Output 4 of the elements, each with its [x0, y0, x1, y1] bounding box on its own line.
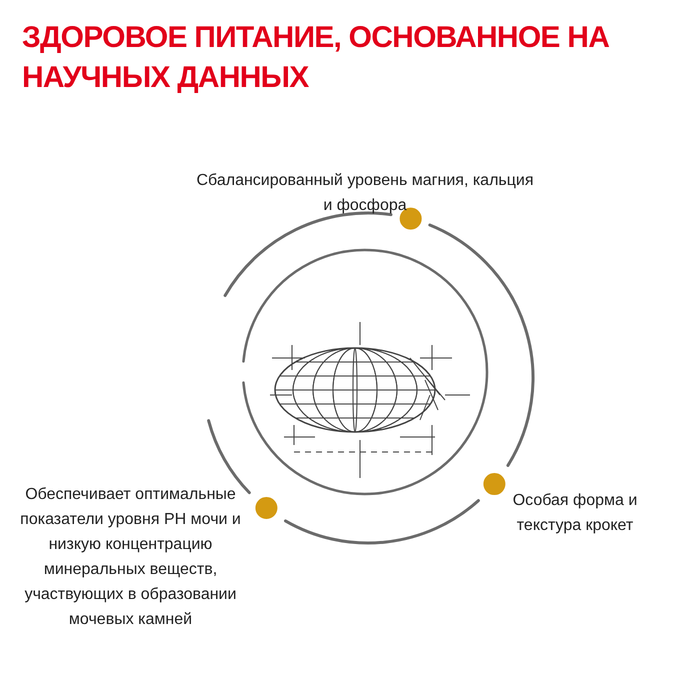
title: ЗДОРОВОЕ ПИТАНИЕ, ОСНОВАННОЕ НА НАУЧНЫХ ДАННЫХ — [22, 20, 610, 96]
feature-text: Обеспечивает оптимальные показатели уровня PH мочи и низкую концентрацию минеральных веществ, участвующих в образовании мочевых камней — [19, 485, 242, 630]
feature-text: Особая форма и текстура крокет — [512, 491, 638, 536]
feature-text: Сбалансированный уровень магния, кальция и фосфора — [195, 171, 535, 216]
